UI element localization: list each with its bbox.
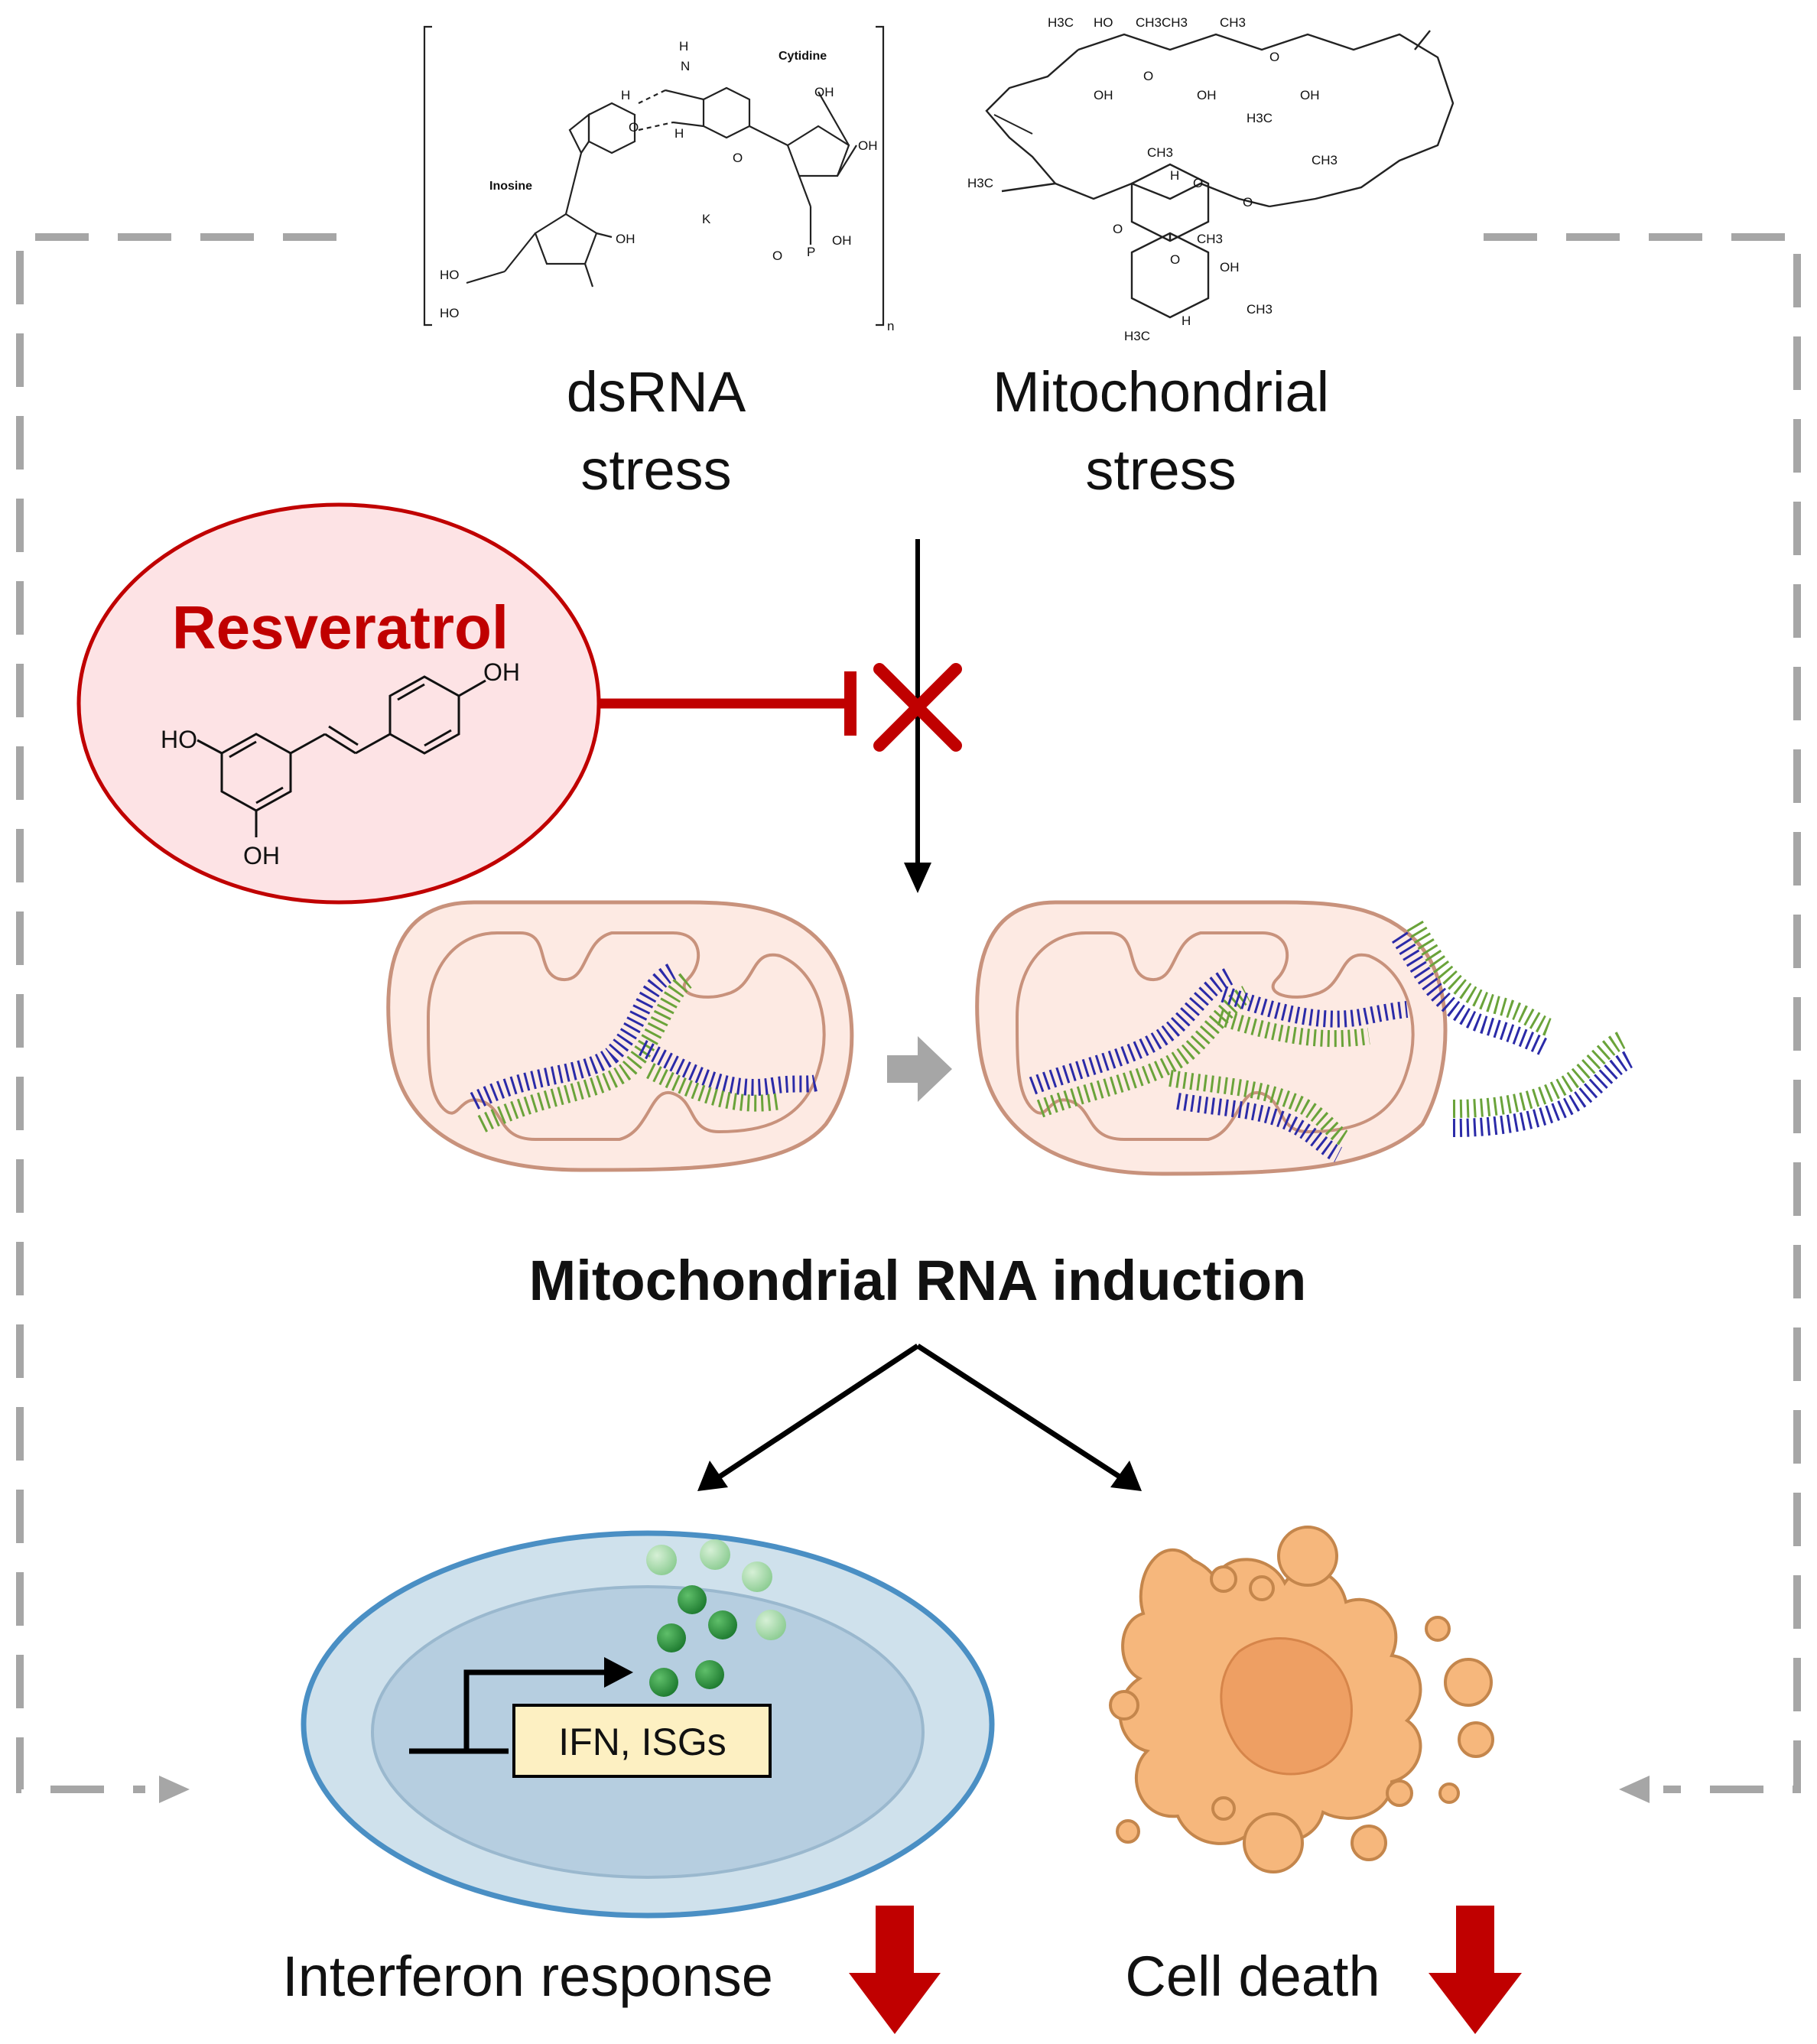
dashed-feedback-frame	[16, 233, 1801, 1793]
oligo-group-11: CH3	[1312, 153, 1338, 167]
oligo-group-7: OH	[1197, 88, 1217, 102]
progression-arrow-icon	[887, 1036, 952, 1102]
mitochondrion-normal	[386, 900, 854, 1172]
dsrna-labels: Cytidine Inosine K n OH OH OH OH HO HO N…	[440, 39, 894, 333]
oligo-group-9: H3C	[1247, 111, 1273, 125]
oligo-group-8: O	[1269, 50, 1279, 64]
mitochondrion-stressed	[975, 900, 1448, 1176]
mito-stress-line2: stress	[1085, 438, 1236, 502]
resveratrol-structure-icon	[197, 675, 486, 837]
cell-death-label: Cell death	[1125, 1945, 1380, 2008]
dsrna-structure	[423, 25, 885, 327]
oligo-group-10: OH	[1300, 88, 1320, 102]
oligo-group-21: CH3	[1247, 302, 1273, 317]
oligo-group-22: H3C	[1124, 329, 1150, 343]
resveratrol-node: Resveratrol OH HO OH	[76, 502, 601, 905]
dsrna-stress-line2: stress	[580, 438, 731, 502]
oligo-group-14: H	[1170, 168, 1179, 183]
group-ho-2: HO	[440, 306, 460, 320]
oligo-group-23: H	[1182, 314, 1191, 328]
oligo-group-6: O	[1143, 69, 1153, 83]
oligo-group-2: HO	[1094, 15, 1113, 30]
oligo-group-17: CH3	[1197, 232, 1223, 246]
group-h-2: H	[621, 88, 630, 102]
oligomycin-structure	[985, 30, 1455, 319]
cell-death-decrease-arrow-icon	[1429, 1906, 1522, 2034]
oligo-group-18: O	[1243, 195, 1253, 210]
resveratrol-ho-left: HO	[161, 726, 197, 753]
resveratrol-name: Resveratrol	[172, 593, 509, 661]
group-o-1: O	[733, 151, 743, 165]
dying-cell-nucleus	[1220, 1637, 1353, 1776]
group-oh-4: OH	[832, 233, 852, 248]
apoptotic-bodies	[1109, 1526, 1494, 1873]
left-bracket	[423, 25, 432, 327]
group-oh-1: OH	[814, 85, 834, 99]
dying-cell	[1109, 1526, 1494, 1873]
mito1-rna-strands	[470, 963, 822, 1132]
oligomycin-labels: H3C HO CH3CH3 CH3 OH O OH O H3C OH CH3 H…	[967, 15, 1338, 343]
group-h-3: H	[674, 126, 684, 141]
interferon-response-label: Interferon response	[282, 1945, 773, 2008]
transcription-arrowhead	[604, 1657, 633, 1688]
resveratrol-ellipse	[76, 502, 601, 905]
dashed-arrowhead-left	[159, 1776, 190, 1803]
transcription-arrow	[463, 1669, 604, 1751]
ifn-isgs-label: IFN, ISGs	[558, 1721, 726, 1763]
branch-arrowhead-left	[697, 1461, 728, 1491]
oligo-group-12: H3C	[967, 176, 993, 190]
induction-label: Mitochondrial RNA induction	[529, 1249, 1307, 1312]
right-bracket	[876, 25, 885, 327]
oligo-group-16: O	[1193, 176, 1203, 190]
branch-arrow-right	[916, 1344, 1126, 1482]
oligo-group-4: CH3	[1220, 15, 1246, 30]
block-x-icon	[873, 663, 962, 752]
group-o-2: O	[772, 249, 782, 263]
label-subscript-n: n	[887, 319, 894, 333]
oligo-group-5: OH	[1094, 88, 1113, 102]
branch-arrowhead-right	[1110, 1461, 1142, 1491]
resveratrol-oh-bottom: OH	[243, 842, 280, 869]
interferon-cell: IFN, ISGs	[301, 1530, 995, 1919]
group-n: N	[681, 59, 690, 73]
branch-arrow-left	[713, 1344, 919, 1482]
oligo-group-1: H3C	[1048, 15, 1074, 30]
resveratrol-oh-top: OH	[483, 658, 520, 686]
oligo-group-15: O	[1113, 222, 1123, 236]
cytokine-particles	[646, 1539, 786, 1697]
group-h-1: H	[679, 39, 688, 54]
mito2-rna-strands	[1029, 967, 1409, 1162]
interferon-decrease-arrow-icon	[849, 1906, 941, 2034]
group-oh-2: OH	[858, 138, 878, 153]
oligo-group-20: OH	[1220, 260, 1240, 275]
group-p: P	[807, 245, 815, 259]
mito-stress-line1: Mitochondrial	[993, 360, 1329, 424]
dashed-frame-left	[16, 233, 336, 1793]
stress-arrowhead	[904, 863, 931, 893]
group-ho-1: HO	[440, 268, 460, 282]
dsrna-stress-line1: dsRNA	[567, 360, 746, 424]
mito2-cristae	[1015, 931, 1415, 1141]
dashed-arrowhead-right	[1619, 1776, 1650, 1803]
group-oh-3: OH	[616, 232, 635, 246]
oligo-group-3: CH3CH3	[1136, 15, 1188, 30]
group-o-3: O	[629, 120, 639, 135]
label-inosine: Inosine	[489, 180, 532, 193]
oligo-group-19: O	[1170, 252, 1180, 267]
label-counterion: K	[702, 212, 711, 226]
oligo-group-13: CH3	[1147, 145, 1173, 160]
label-cytidine: Cytidine	[778, 50, 827, 63]
ifn-isgs-box	[512, 1704, 772, 1778]
released-rna-strands	[1392, 920, 1633, 1137]
dashed-frame-right	[1484, 233, 1801, 1793]
